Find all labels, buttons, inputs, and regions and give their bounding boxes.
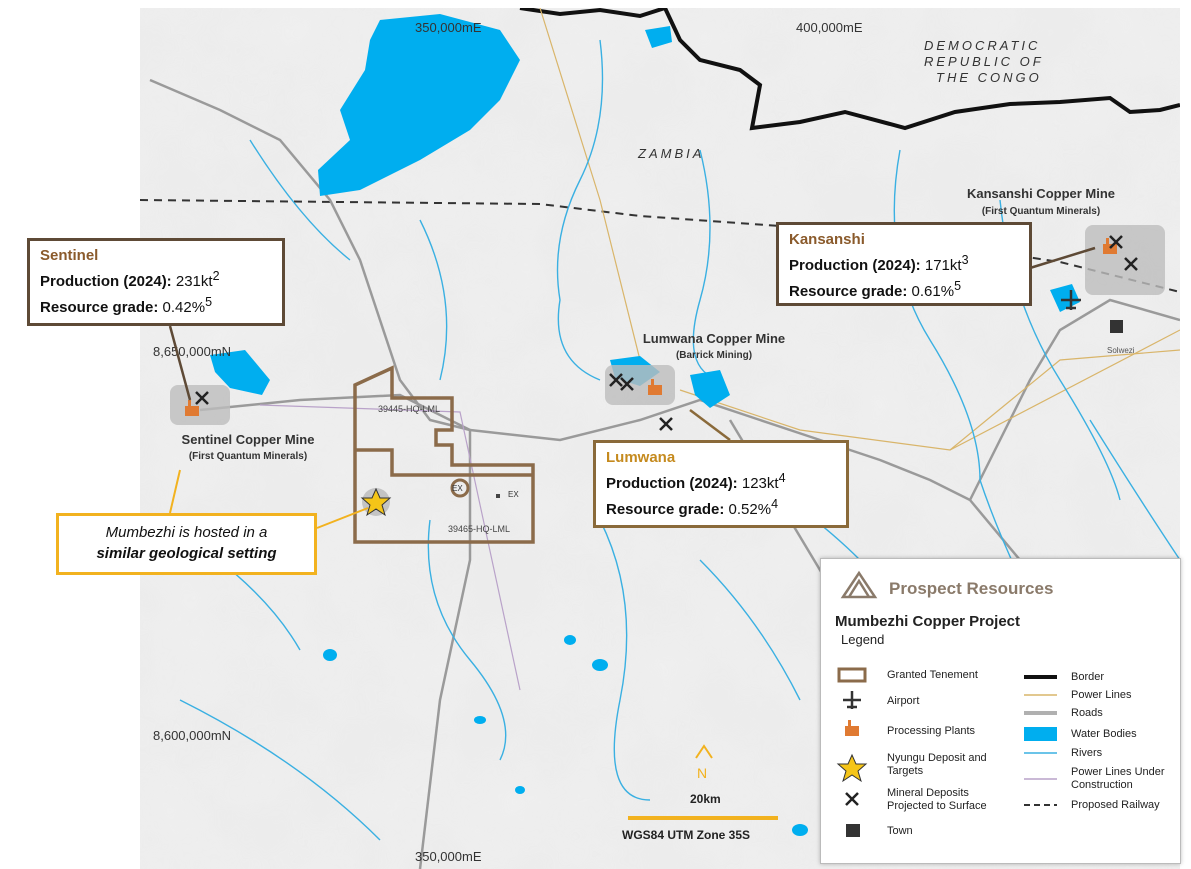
tenement-divider xyxy=(355,448,533,477)
ex-label-1: EX xyxy=(452,484,463,493)
sentinel-production-row: Production (2024): 231kt2 xyxy=(40,269,220,290)
sentinel-callout-title: Sentinel xyxy=(40,247,99,264)
tenement-label-39445: 39445-HQ-LML xyxy=(378,404,440,414)
note-leader-sentinel xyxy=(169,469,181,514)
lumwana-production-row: Production (2024): 123kt4 xyxy=(606,471,786,492)
grid-label-left-lower: 8,600,000mN xyxy=(153,728,231,743)
note-leader-star xyxy=(316,507,369,529)
ex-target-ring xyxy=(450,478,470,498)
kansanshi-grade-row: Resource grade: 0.61%5 xyxy=(789,279,962,300)
legend-item-town: Town xyxy=(887,825,913,837)
lumwana-owner-label: (Barrick Mining) xyxy=(676,350,752,361)
grid-label-top-left: 350,000mE xyxy=(415,20,482,35)
geological-setting-note: Mumbezhi is hosted in a similar geologic… xyxy=(56,513,317,575)
grid-label-bottom: 350,000mE xyxy=(415,849,482,864)
kansanshi-production-row: Production (2024): 171kt3 xyxy=(789,253,969,274)
legend-item-border: Border xyxy=(1071,671,1105,683)
legend-item-nyungu: Nyungu Deposit and Targets xyxy=(887,752,987,777)
legend-item-processing-plants: Processing Plants xyxy=(887,725,976,737)
water-legend-swatch xyxy=(1024,727,1057,741)
lumwana-callout: Lumwana Production (2024): 123kt4 Resour… xyxy=(593,440,849,528)
legend-item-roads: Roads xyxy=(1071,707,1103,719)
kansanshi-callout-title: Kansanshi xyxy=(789,231,865,248)
town-label: Solwezi xyxy=(1107,346,1135,355)
map-legend: Prospect Resources Mumbezhi Copper Proje… xyxy=(820,558,1181,864)
power-lines xyxy=(539,8,1180,451)
grid-label-top-right: 400,000mE xyxy=(796,20,863,35)
scale-label: 20km xyxy=(690,792,721,806)
legend-item-airport: Airport xyxy=(887,695,920,707)
kansanshi-owner-label: (First Quantum Minerals) xyxy=(982,206,1100,217)
airport-icon xyxy=(1061,290,1081,310)
town-legend-icon xyxy=(846,824,860,837)
processing-plant-legend-icon xyxy=(845,720,859,736)
lumwana-callout-title: Lumwana xyxy=(606,449,676,466)
country-label-zambia: ZAMBIA xyxy=(637,146,704,161)
tenement-label-39465: 39465-HQ-LML xyxy=(448,524,510,534)
grid-label-left-upper: 8,650,000mN xyxy=(153,344,231,359)
lumwana-leader xyxy=(689,409,731,441)
power-line-construction xyxy=(259,404,521,691)
kansanshi-leader xyxy=(1029,246,1096,270)
legend-title: Legend xyxy=(841,632,885,647)
ex-label-2: EX xyxy=(508,490,519,499)
town-square-icon xyxy=(1110,320,1123,333)
granted-tenement-outline xyxy=(353,365,535,544)
sentinel-owner-label: (First Quantum Minerals) xyxy=(189,451,307,462)
legend-item-proposed-railway: Proposed Railway xyxy=(1071,799,1160,811)
legend-item-rivers: Rivers xyxy=(1071,747,1103,759)
legend-project-title: Mumbezhi Copper Project xyxy=(835,613,1021,630)
kansanshi-mine-label: Kansanshi Copper Mine xyxy=(967,186,1115,201)
country-border xyxy=(519,8,1180,131)
legend-item-power-lines: Power Lines xyxy=(1071,689,1132,701)
sentinel-leader xyxy=(168,325,192,401)
star-legend-icon xyxy=(836,753,868,783)
kansanshi-callout: Kansanshi Production (2024): 171kt3 Reso… xyxy=(776,222,1032,306)
legend-item-water-bodies: Water Bodies xyxy=(1071,728,1137,740)
country-label-drc-line3: THE CONGO xyxy=(936,70,1042,85)
legend-symbols xyxy=(836,570,1057,837)
granted-tenement-swatch xyxy=(837,667,867,683)
sentinel-grade-row: Resource grade: 0.42%5 xyxy=(40,295,213,316)
note-line-2: similar geological setting xyxy=(96,545,277,562)
prospect-logo-icon xyxy=(840,570,878,599)
ex-marker xyxy=(496,494,500,498)
legend-brand: Prospect Resources xyxy=(889,579,1054,598)
north-label: N xyxy=(697,765,707,781)
airport-legend-icon xyxy=(843,691,861,709)
legend-item-granted-tenement: Granted Tenement xyxy=(887,669,978,681)
country-label-drc-line1: DEMOCRATIC xyxy=(924,38,1040,53)
processing-plant-icon xyxy=(185,238,1117,416)
north-arrow-icon xyxy=(695,744,713,759)
pickaxe-legend-icon xyxy=(845,792,859,806)
projection-label: WGS84 UTM Zone 35S xyxy=(622,828,750,842)
lumwana-mine-label: Lumwana Copper Mine xyxy=(643,331,785,346)
star-icon xyxy=(360,487,392,517)
legend-item-power-construction: Power Lines Under Construction xyxy=(1071,766,1165,791)
legend-item-mineral-deposits: Mineral Deposits Projected to Surface xyxy=(887,787,987,812)
country-label-drc-line2: REPUBLIC OF xyxy=(924,54,1044,69)
lumwana-grade-row: Resource grade: 0.52%4 xyxy=(606,497,779,518)
sentinel-callout: Sentinel Production (2024): 231kt2 Resou… xyxy=(27,238,285,326)
sentinel-mine-label: Sentinel Copper Mine xyxy=(182,432,315,447)
note-line-1: Mumbezhi is hosted in a xyxy=(105,524,268,541)
pickaxe-icon xyxy=(195,235,1138,431)
